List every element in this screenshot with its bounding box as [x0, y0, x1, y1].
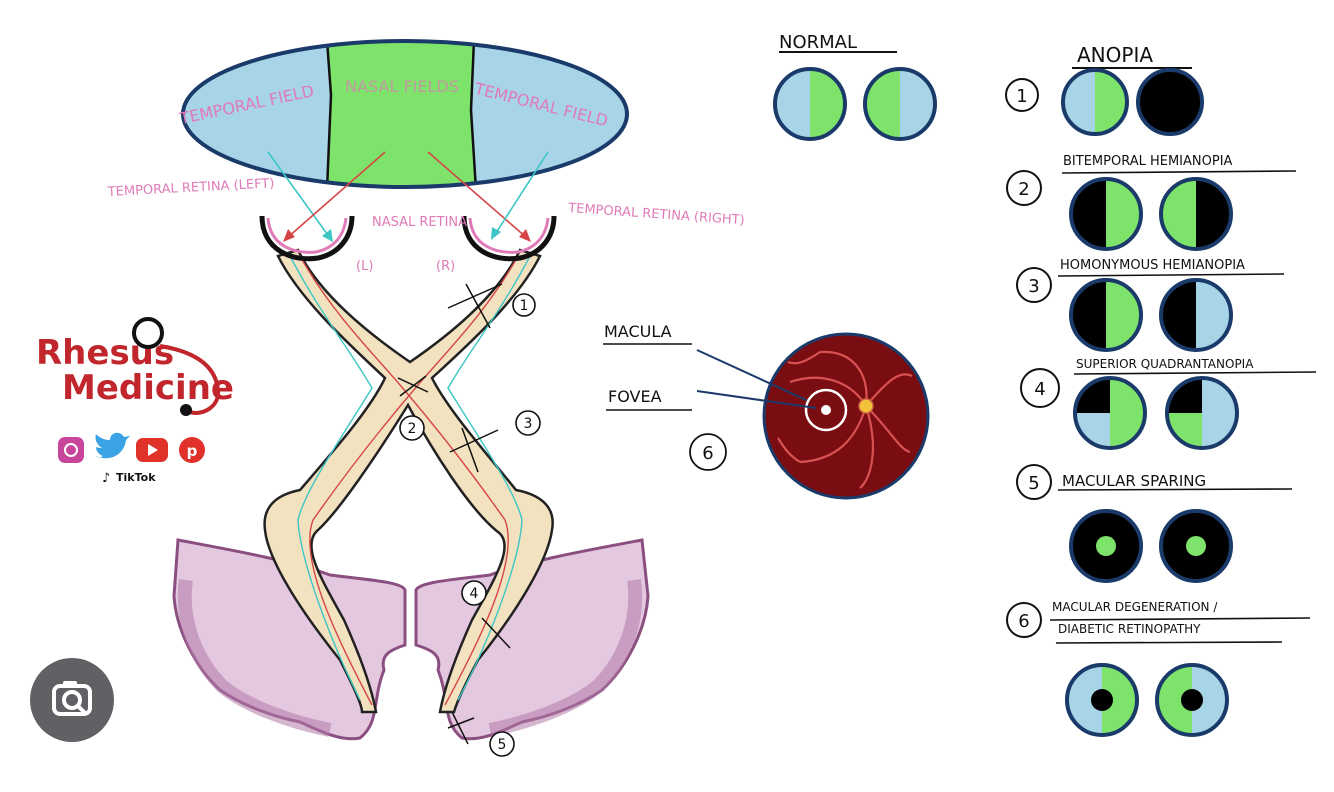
- temporal-retina-left-label: TEMPORAL RETINA (LEFT): [106, 176, 274, 200]
- retina-labels: TEMPORAL RETINA (LEFT) NASAL RETINA (L) …: [106, 176, 745, 274]
- macula-label: MACULA: [604, 322, 672, 341]
- fovea-label: FOVEA: [608, 387, 662, 406]
- instagram-icon[interactable]: [58, 437, 84, 463]
- anopia-row-5-number: 5: [1028, 473, 1039, 494]
- normal-right-eye: [865, 69, 935, 139]
- anopia-panel: ANOPIA 1 BITEMPORAL HEMIANOPIA 2: [1005, 43, 1317, 737]
- svg-text:4: 4: [470, 586, 479, 602]
- anopia-row-5: 5 MACULAR SPARING: [1016, 464, 1293, 583]
- normal-panel: NORMAL: [773, 32, 937, 141]
- nasal-retina-r-label: (R): [436, 259, 455, 274]
- anopia-row-6: 6 MACULAR DEGENERATION / DIABETIC RETINO…: [1006, 600, 1311, 737]
- tiktok-label: TikTok: [116, 471, 156, 484]
- field-projection-arrows: [267, 151, 549, 242]
- anopia-row-4-label: SUPERIOR QUADRANTANOPIA: [1076, 357, 1254, 371]
- anopia-row-4: SUPERIOR QUADRANTANOPIA 4: [1020, 357, 1317, 450]
- lens-search-icon: [52, 681, 92, 716]
- anopia-row-6-label: MACULAR DEGENERATION / DIABETIC RETINOPA…: [1052, 600, 1221, 636]
- fundus-panel: MACULA FOVEA 6: [603, 322, 930, 500]
- svg-text:3: 3: [524, 416, 533, 432]
- anopia-row-3-number: 3: [1028, 276, 1039, 297]
- nasal-fields-label: NASAL FIELDS: [345, 77, 459, 96]
- visual-field: TEMPORAL FIELD NASAL FIELDS TEMPORAL FIE…: [177, 39, 629, 189]
- lens-search-button[interactable]: [30, 658, 114, 742]
- lesion-marks: [397, 283, 511, 745]
- nasal-retina-l-label: (L): [356, 259, 373, 274]
- youtube-icon[interactable]: [136, 438, 168, 462]
- anopia-row-1: 1: [1005, 68, 1204, 136]
- optic-pathway: 1 2 3 4 5: [172, 215, 650, 757]
- tiktok-icon[interactable]: ♪: [102, 471, 110, 486]
- twitter-icon[interactable]: [95, 432, 130, 459]
- brand-logo: Rhesus Medicine p TikTok ♪: [36, 317, 234, 486]
- anopia-row-2-number: 2: [1018, 179, 1029, 200]
- anopia-title: ANOPIA: [1077, 43, 1153, 67]
- lesion-number-2: 2: [399, 415, 425, 441]
- anopia-row-2-label: BITEMPORAL HEMIANOPIA: [1063, 154, 1233, 169]
- lesion-number-3: 3: [515, 410, 541, 436]
- temporal-retina-right-label: TEMPORAL RETINA (RIGHT): [567, 201, 745, 228]
- anopia-row-3-label: HOMONYMOUS HEMIANOPIA: [1060, 258, 1245, 273]
- social-icons: p: [58, 432, 205, 463]
- lesion-number-5: 5: [489, 731, 515, 757]
- anopia-row-5-label: MACULAR SPARING: [1062, 472, 1206, 490]
- anopia-row-4-number: 4: [1034, 379, 1045, 400]
- brand-line1: Rhesus: [36, 333, 174, 373]
- fundus-number-6: 6: [689, 433, 727, 471]
- svg-text:1: 1: [520, 298, 529, 314]
- lesion-number-1: 1: [512, 293, 536, 317]
- left-retina: [259, 215, 355, 262]
- anopia-row-2: BITEMPORAL HEMIANOPIA 2: [1006, 154, 1297, 251]
- anopia-row-6-number: 6: [1018, 611, 1029, 632]
- nasal-retina-label: NASAL RETINA: [372, 215, 467, 230]
- svg-text:6: 6: [702, 443, 713, 464]
- lesion-number-4: 4: [461, 580, 487, 606]
- right-retina: [461, 215, 557, 262]
- normal-left-eye: [775, 69, 845, 139]
- optic-nerves-chiasm-tracts: [263, 248, 554, 714]
- svg-text:p: p: [187, 442, 198, 460]
- normal-title: NORMAL: [779, 32, 857, 53]
- svg-text:5: 5: [498, 737, 507, 753]
- anopia-row-1-number: 1: [1016, 86, 1027, 107]
- pinterest-icon[interactable]: p: [179, 437, 205, 463]
- stethoscope-icon: [132, 317, 221, 416]
- anopia-row-3: HOMONYMOUS HEMIANOPIA 3: [1016, 258, 1285, 352]
- brand-line2: Medicine: [62, 368, 234, 408]
- svg-text:2: 2: [408, 421, 417, 437]
